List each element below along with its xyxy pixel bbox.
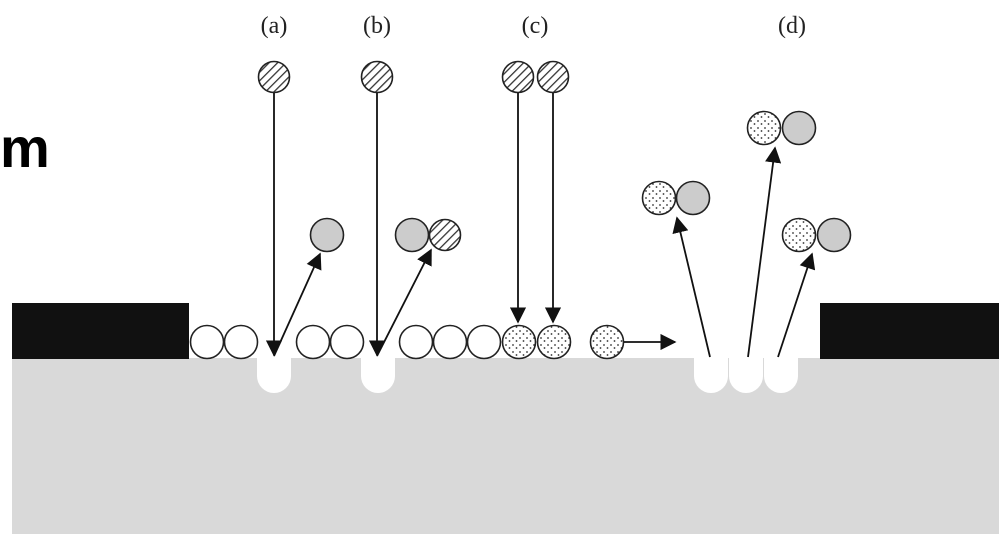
reacted-surface-species	[501, 324, 625, 360]
dotted-atom	[536, 324, 572, 360]
panel-label-a: (a)	[261, 13, 288, 39]
ion-a	[257, 60, 291, 94]
surface-atom	[432, 324, 468, 360]
ejected-atom-a	[309, 217, 345, 253]
arrow-a-out	[273, 252, 322, 357]
arrow-d-3-out	[777, 252, 816, 358]
panel-label-d: (d)	[778, 13, 806, 39]
pit-b	[361, 358, 395, 393]
ejected-reacted-species	[641, 110, 817, 253]
dotted-atom	[641, 180, 677, 216]
pit-d-1	[694, 358, 728, 393]
arrow-d-1-out	[672, 216, 711, 358]
substrate	[12, 358, 999, 534]
arrow-b-out	[376, 248, 432, 357]
surface-atoms	[189, 324, 502, 360]
pit-d-3	[764, 358, 798, 393]
ion-c-1	[501, 60, 535, 94]
surface-atom	[329, 324, 365, 360]
dotted-atom	[781, 217, 817, 253]
mask-right	[820, 303, 999, 359]
ejected-atom-d-3	[816, 217, 852, 253]
panel-label-c: (c)	[522, 13, 549, 39]
ejected-atom-b	[394, 217, 430, 253]
mask-left	[12, 303, 189, 359]
surface-atom	[223, 324, 259, 360]
dotted-atom	[501, 324, 537, 360]
pit-a	[257, 358, 291, 393]
ejected-atom-d-1	[675, 180, 711, 216]
surface-atom	[189, 324, 225, 360]
ion-c-2	[536, 60, 570, 94]
incident-ions	[257, 60, 570, 252]
trajectory-arrows	[265, 93, 816, 358]
ion-b-ejected	[428, 218, 462, 252]
substrate-pits	[257, 358, 798, 393]
surface-atom	[295, 324, 331, 360]
ion-b	[360, 60, 394, 94]
dotted-atom	[746, 110, 782, 146]
ejected-atom-d-2	[781, 110, 817, 146]
surface-atom	[398, 324, 434, 360]
panel-label-b: (b)	[363, 13, 391, 39]
ejected-atoms	[309, 110, 852, 253]
surface-atom	[466, 324, 502, 360]
arrow-d-2-out	[747, 146, 782, 358]
side-title: m	[0, 116, 50, 179]
pit-d-2	[729, 358, 763, 393]
dotted-atom	[589, 324, 625, 360]
